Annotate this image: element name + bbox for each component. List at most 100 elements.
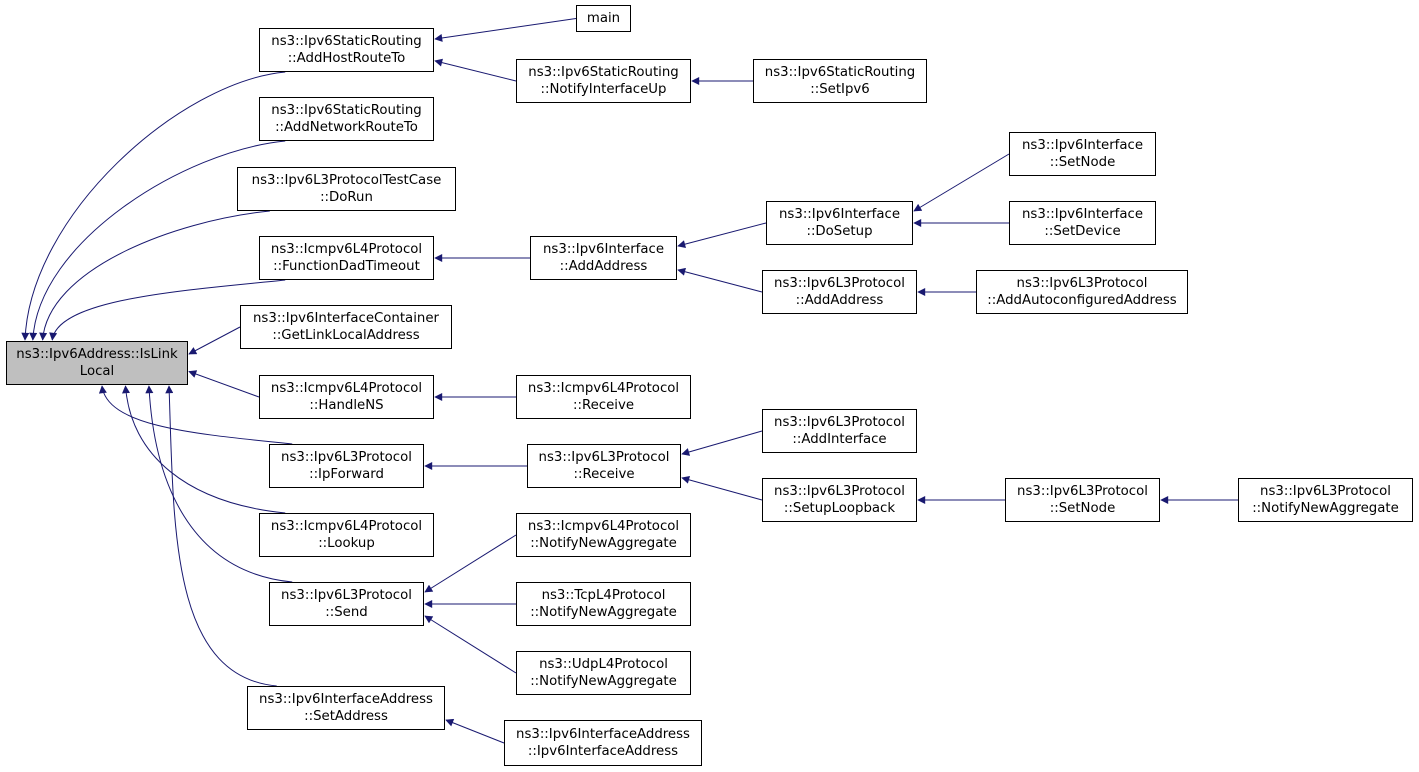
call-node[interactable]: ns3::Icmpv6L4Protocol::Receive bbox=[516, 375, 691, 419]
call-node[interactable]: ns3::Ipv6L3Protocol::AddAutoconfiguredAd… bbox=[976, 270, 1188, 314]
call-node[interactable]: ns3::Ipv6Interface::SetDevice bbox=[1009, 201, 1156, 245]
call-edge bbox=[98, 385, 293, 445]
node-label-line: ::SetIpv6 bbox=[810, 82, 870, 97]
node-label-line: ::DoSetup bbox=[806, 224, 873, 239]
node-label-line: ns3::Ipv6L3Protocol bbox=[538, 450, 670, 465]
node-label-line: ns3::Ipv6Interface bbox=[1022, 138, 1143, 153]
call-edge bbox=[49, 279, 286, 341]
call-edge bbox=[165, 385, 277, 687]
node-label-line: ::SetupLoopback bbox=[783, 501, 896, 516]
node-label-line: ns3::Ipv6L3Protocol bbox=[1260, 484, 1391, 499]
call-node[interactable]: ns3::Ipv6L3Protocol::AddInterface bbox=[762, 409, 917, 453]
call-edge bbox=[122, 385, 286, 514]
call-edge bbox=[188, 370, 260, 398]
node-label-line: ns3::Ipv6StaticRouting bbox=[528, 65, 679, 80]
call-edge bbox=[913, 153, 1010, 212]
call-node[interactable]: ns3::Ipv6L3Protocol::NotifyNewAggregate bbox=[1238, 478, 1413, 522]
call-node[interactable]: ns3::Ipv6L3ProtocolTestCase::DoRun bbox=[237, 167, 456, 211]
call-edge bbox=[29, 140, 286, 341]
node-label-line: ns3::Icmpv6L4Protocol bbox=[270, 381, 423, 396]
call-edge bbox=[445, 718, 505, 744]
node-label-line: ns3::Ipv6L3ProtocolTestCase bbox=[251, 173, 442, 188]
node-label-line: ns3::Ipv6Interface bbox=[543, 242, 664, 257]
call-edge bbox=[39, 210, 270, 341]
node-label-line: ns3::Ipv6StaticRouting bbox=[764, 65, 916, 80]
call-node[interactable]: ns3::Ipv6StaticRouting::AddHostRouteTo bbox=[259, 28, 434, 72]
call-node[interactable]: ns3::Icmpv6L4Protocol::NotifyNewAggregat… bbox=[516, 513, 691, 557]
call-node[interactable]: ns3::Ipv6L3Protocol::AddAddress bbox=[762, 270, 917, 314]
call-node[interactable]: ns3::Ipv6InterfaceAddress::SetAddress bbox=[247, 686, 445, 730]
call-node[interactable]: ns3::Icmpv6L4Protocol::HandleNS bbox=[259, 375, 434, 419]
node-label-line: ::AddAddress bbox=[795, 293, 884, 308]
node-label-line: Local bbox=[79, 364, 115, 379]
call-node[interactable]: ns3::TcpL4Protocol::NotifyNewAggregate bbox=[516, 582, 691, 626]
node-label-line: ns3::Ipv6StaticRouting bbox=[271, 34, 422, 49]
node-label-line: ::NotifyNewAggregate bbox=[530, 536, 677, 551]
node-label-line: ::AddHostRouteTo bbox=[287, 51, 406, 66]
call-edge bbox=[677, 267, 763, 293]
node-label-line: ns3::Icmpv6L4Protocol bbox=[270, 242, 423, 257]
node-label-line: ns3::Ipv6InterfaceAddress bbox=[516, 727, 690, 742]
node-label-line: ::SetDevice bbox=[1044, 224, 1121, 239]
node-label-line: ns3::Ipv6L3Protocol bbox=[774, 484, 905, 499]
call-node[interactable]: ns3::Ipv6L3Protocol::IpForward bbox=[269, 444, 424, 488]
node-label-line: ::NotifyInterfaceUp bbox=[540, 82, 667, 97]
call-node[interactable]: ns3::Ipv6StaticRouting::NotifyInterfaceU… bbox=[516, 59, 691, 103]
node-label-line: ns3::Ipv6InterfaceContainer bbox=[253, 311, 439, 326]
call-node[interactable]: ns3::Ipv6L3Protocol::SetNode bbox=[1005, 478, 1160, 522]
node-label-line: ::AddAddress bbox=[559, 259, 648, 274]
node-label-line: ns3::Ipv6L3Protocol bbox=[281, 588, 412, 603]
node-label-line: ::IpForward bbox=[309, 467, 384, 482]
node-label-line: ::AddInterface bbox=[792, 432, 887, 447]
call-node[interactable]: ns3::Ipv6L3Protocol::Receive bbox=[527, 444, 681, 488]
node-label-line: ::SetNode bbox=[1049, 155, 1116, 170]
node-label-line: ::GetLinkLocalAddress bbox=[272, 328, 420, 343]
call-edge bbox=[434, 58, 517, 82]
call-node[interactable]: ns3::Ipv6InterfaceAddress::Ipv6Interface… bbox=[504, 720, 702, 766]
node-label-line: ns3::Ipv6L3Protocol bbox=[774, 276, 905, 291]
node-label-line: ::SetAddress bbox=[304, 709, 388, 724]
node-label-line: ns3::TcpL4Protocol bbox=[541, 588, 666, 603]
node-label-line: ::AddNetworkRouteTo bbox=[275, 120, 418, 135]
call-node[interactable]: ns3::Ipv6Interface::DoSetup bbox=[766, 201, 913, 245]
node-label-line: ns3::Ipv6L3Protocol bbox=[774, 415, 905, 430]
call-node[interactable]: ns3::Ipv6StaticRouting::AddNetworkRouteT… bbox=[259, 97, 434, 141]
node-label-line: ns3::Ipv6Interface bbox=[779, 207, 900, 222]
node-label-line: ::Receive bbox=[573, 467, 635, 482]
node-label-line: ::Ipv6InterfaceAddress bbox=[527, 744, 679, 759]
call-node[interactable]: ns3::UdpL4Protocol::NotifyNewAggregate bbox=[516, 651, 691, 695]
node-label-line: ns3::Ipv6StaticRouting bbox=[271, 103, 422, 118]
node-label-line: ns3::Icmpv6L4Protocol bbox=[527, 381, 680, 396]
call-node[interactable]: ns3::Ipv6Interface::AddAddress bbox=[530, 236, 677, 280]
call-edge bbox=[424, 615, 517, 674]
call-node[interactable]: ns3::Icmpv6L4Protocol::Lookup bbox=[259, 513, 434, 557]
call-node[interactable]: ns3::Icmpv6L4Protocol::FunctionDadTimeou… bbox=[259, 236, 434, 280]
call-node[interactable]: ns3::Ipv6Interface::SetNode bbox=[1009, 132, 1156, 176]
call-edge bbox=[424, 534, 517, 593]
call-edge bbox=[677, 222, 767, 249]
call-node[interactable]: ns3::Ipv6L3Protocol::SetupLoopback bbox=[762, 478, 917, 522]
call-edge bbox=[681, 475, 763, 501]
node-label-line: ::HandleNS bbox=[309, 398, 384, 413]
call-node[interactable]: ns3::Ipv6StaticRouting::SetIpv6 bbox=[753, 59, 927, 103]
call-node[interactable]: ns3::Ipv6InterfaceContainer::GetLinkLoca… bbox=[240, 305, 452, 349]
node-label-line: ::NotifyNewAggregate bbox=[1252, 501, 1399, 516]
call-node[interactable]: ns3::Ipv6L3Protocol::Send bbox=[269, 582, 424, 626]
node-label-line: ::AddAutoconfiguredAddress bbox=[987, 293, 1177, 308]
node-label-line: ns3::Icmpv6L4Protocol bbox=[270, 519, 423, 534]
node-label-line: ::Send bbox=[325, 605, 368, 620]
node-label-line: ns3::Ipv6L3Protocol bbox=[1017, 484, 1148, 499]
node-label-line: ns3::Ipv6L3Protocol bbox=[1016, 276, 1148, 291]
node-label-line: ns3::Ipv6InterfaceAddress bbox=[259, 692, 433, 707]
call-node[interactable]: main bbox=[576, 5, 631, 32]
call-edge bbox=[681, 430, 763, 456]
node-label-line: ns3::Ipv6Address::IsLink bbox=[16, 347, 178, 362]
node-label-line: ns3::Icmpv6L4Protocol bbox=[527, 519, 680, 534]
node-label-line: main bbox=[586, 11, 621, 26]
call-edge bbox=[434, 18, 577, 42]
call-edge bbox=[188, 326, 241, 355]
node-label-line: ::Receive bbox=[572, 398, 635, 413]
